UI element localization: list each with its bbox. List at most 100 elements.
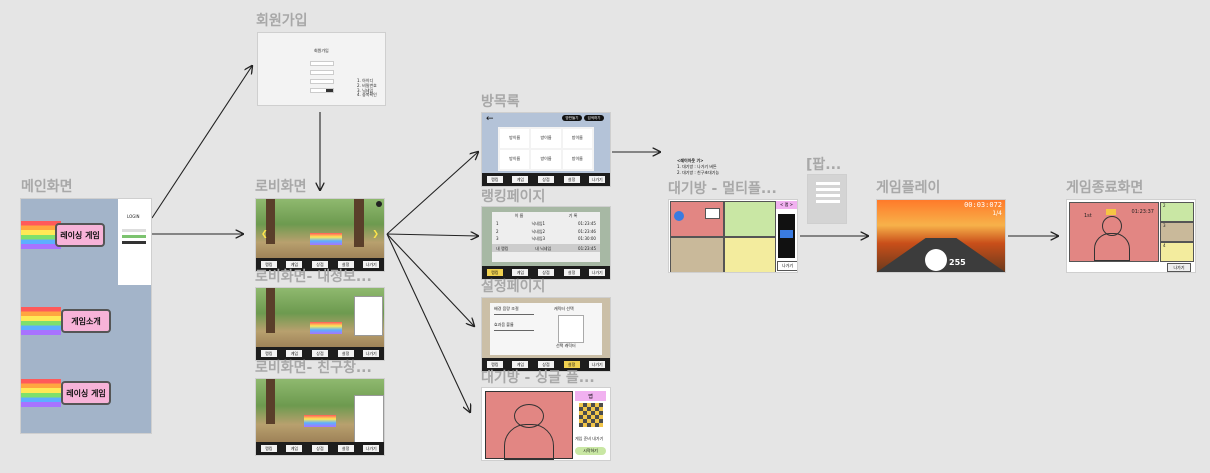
- nav-exit-button[interactable]: 나가기: [589, 269, 606, 276]
- create-room-button[interactable]: 방만들기: [562, 115, 582, 121]
- nyancat-icon: 레이싱 게임: [55, 223, 105, 247]
- nyancat-icon: [310, 233, 342, 245]
- room-card[interactable]: 방이름: [500, 129, 530, 148]
- ready-label: 게임 준비 내가기: [575, 436, 604, 441]
- map-thumbnail[interactable]: [579, 403, 603, 427]
- search-room-button[interactable]: 검색하기: [584, 115, 604, 121]
- nav-exit-button[interactable]: 나가기: [589, 176, 606, 183]
- tree-trunk: [266, 199, 275, 244]
- nav-ranking-button[interactable]: 랭킹: [486, 269, 503, 276]
- settings-panel: 배경 음량 조절 효과음 볼륨 캐릭터 선택 선택 캐릭터: [490, 303, 602, 355]
- lobby-nav: 랭킹 게임 상점 설정 나가기: [256, 258, 384, 271]
- leave-button[interactable]: 나가기: [1167, 263, 1191, 272]
- roomlist-nav: 랭킹 게임 상점 설정 나가기: [482, 173, 610, 186]
- start-button[interactable]: 시작하기: [575, 447, 606, 455]
- status-icon: [674, 211, 684, 221]
- id-field[interactable]: [310, 61, 334, 66]
- nav-game-button[interactable]: 게임: [512, 269, 529, 276]
- nav-settings-button[interactable]: 설정: [563, 361, 580, 368]
- multi-note-line: 1. 대기방 : 나가기 버튼: [677, 164, 717, 169]
- player-avatar-icon: [925, 249, 947, 271]
- character-preview[interactable]: [558, 315, 584, 343]
- nav-ranking-button[interactable]: 랭킹: [260, 445, 277, 452]
- popup-row[interactable]: [816, 200, 840, 203]
- room-card[interactable]: 방이름: [500, 150, 530, 169]
- bgm-volume-label: 배경 음량 조절: [494, 306, 519, 311]
- gear-icon[interactable]: [376, 201, 382, 207]
- nav-game-button[interactable]: 게임: [286, 350, 303, 357]
- nav-exit-button[interactable]: 나가기: [589, 361, 606, 368]
- main-title: 메인화면: [21, 179, 73, 195]
- back-arrow-icon[interactable]: ←: [486, 114, 494, 124]
- signup-submit-button[interactable]: [326, 89, 333, 92]
- nav-exit-button[interactable]: 나가기: [363, 445, 380, 452]
- login-panel: LOGIN: [118, 199, 151, 285]
- rank-nickname: 닉네임2: [531, 228, 546, 234]
- nickname-field[interactable]: [310, 79, 334, 84]
- nav-ranking-button[interactable]: 랭킹: [486, 176, 503, 183]
- nav-settings-button[interactable]: 설정: [563, 269, 580, 276]
- waiting-single-title: 대기방 - 싱글 플...: [481, 370, 595, 386]
- next-arrow-icon[interactable]: ❯: [372, 229, 379, 238]
- nav-shop-button[interactable]: 상점: [537, 361, 554, 368]
- nav-settings-button[interactable]: 설정: [337, 350, 354, 357]
- nav-game-button[interactable]: 게임: [286, 261, 303, 268]
- fourth-place-slot: 4: [1160, 242, 1194, 262]
- player-body-icon: [504, 424, 554, 460]
- rainbow-trail-icon: [21, 379, 61, 407]
- login-id-input[interactable]: [122, 229, 146, 232]
- nav-shop-button[interactable]: 상점: [311, 261, 328, 268]
- nav-game-button[interactable]: 게임: [286, 445, 303, 452]
- popup-row[interactable]: [816, 182, 840, 185]
- signup-form-title: 회원가입: [314, 48, 329, 53]
- arrow-lobby-to-roomlist: [386, 152, 478, 235]
- login-password-input[interactable]: [122, 235, 146, 238]
- nav-ranking-button[interactable]: 랭킹: [486, 361, 503, 368]
- nav-shop-button[interactable]: 상점: [311, 350, 328, 357]
- map-preview: [778, 214, 795, 258]
- nav-exit-button[interactable]: 나가기: [363, 350, 380, 357]
- gameplay-frame: 00:03:072 1/4 255: [876, 199, 1006, 273]
- arrow-lobby-to-single: [386, 233, 470, 412]
- room-card[interactable]: 방이름: [562, 129, 592, 148]
- lobby-nav: 랭킹 게임 상점 설정 나가기: [256, 442, 384, 455]
- nav-settings-button[interactable]: 설정: [337, 261, 354, 268]
- nav-shop-button[interactable]: 상점: [537, 269, 554, 276]
- roomlist-title: 방목록: [481, 94, 520, 110]
- nav-ranking-button[interactable]: 랭킹: [260, 261, 277, 268]
- nav-exit-button[interactable]: 나가기: [363, 261, 380, 268]
- settings-frame: 배경 음량 조절 효과음 볼륨 캐릭터 선택 선택 캐릭터 랭킹 게임 상점 설…: [481, 297, 611, 372]
- nav-ranking-button[interactable]: 랭킹: [260, 350, 277, 357]
- room-card[interactable]: 방이름: [531, 150, 561, 169]
- ranking-header-name: 이 름: [514, 213, 524, 218]
- popup-row[interactable]: [816, 188, 840, 191]
- nav-game-button[interactable]: 게임: [512, 361, 529, 368]
- nav-settings-button[interactable]: 설정: [337, 445, 354, 452]
- map-select[interactable]: < 맵 >: [776, 201, 797, 209]
- check-field[interactable]: [310, 88, 334, 93]
- login-button[interactable]: [122, 241, 146, 244]
- nav-shop-button[interactable]: 상점: [537, 176, 554, 183]
- bgm-volume-slider[interactable]: [494, 314, 534, 315]
- room-card[interactable]: 방이름: [531, 129, 561, 148]
- nav-settings-button[interactable]: 설정: [563, 176, 580, 183]
- rank-number: 3: [496, 236, 499, 242]
- roomlist-frame: ← 방만들기 검색하기 방이름 방이름 방이름 방이름 방이름 방이름 랭킹 게…: [481, 112, 611, 187]
- prev-arrow-icon[interactable]: ❮: [261, 229, 268, 238]
- login-label: LOGIN: [127, 214, 140, 219]
- nav-shop-button[interactable]: 상점: [311, 445, 328, 452]
- popup-row[interactable]: [816, 194, 840, 197]
- sfx-volume-slider[interactable]: [494, 330, 534, 331]
- multi-notes: <레이아웃 기> 1. 대기방 : 나가기 버튼 2. 대기방 : 친구초대기능: [677, 158, 719, 176]
- ranking-header-record: 기 록: [568, 213, 578, 218]
- password-field[interactable]: [310, 70, 334, 75]
- nav-game-button[interactable]: 게임: [512, 176, 529, 183]
- room-card[interactable]: 방이름: [562, 150, 592, 169]
- main-start-button[interactable]: 레이싱 게임: [21, 221, 121, 249]
- rank-record: 01:23:45: [578, 246, 596, 252]
- main-intro-button[interactable]: 게임소개: [21, 307, 121, 335]
- tree-trunk: [354, 199, 364, 247]
- leave-button[interactable]: 나가기: [777, 261, 797, 271]
- main-racing-button[interactable]: 레이싱 게임: [21, 379, 121, 407]
